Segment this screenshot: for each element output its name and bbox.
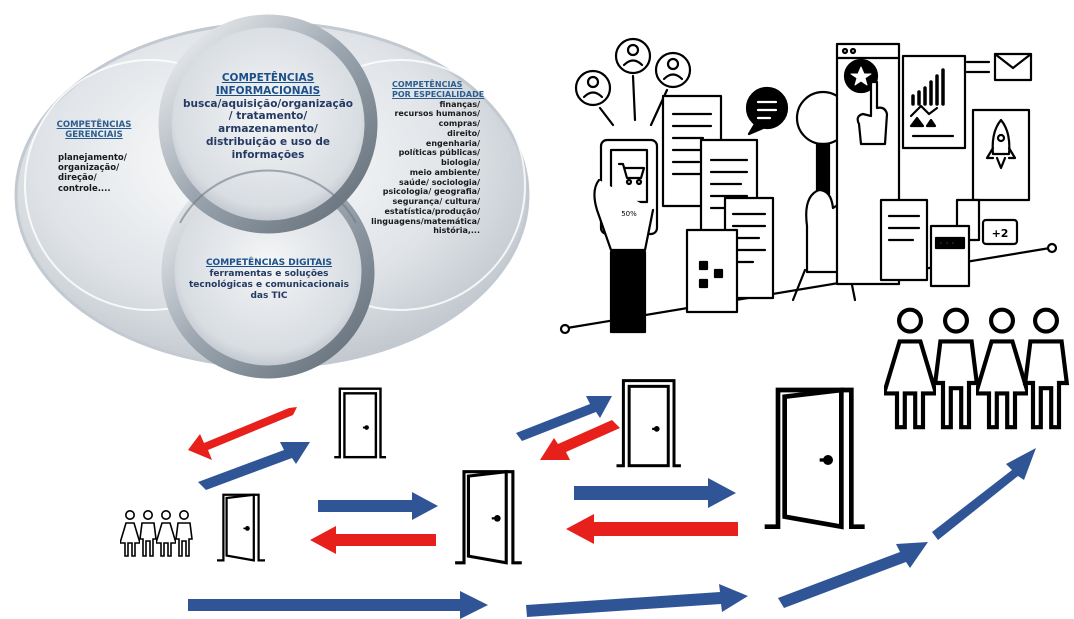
especialidade-heading-1: COMPETÊNCIAS bbox=[392, 80, 463, 89]
especialidade-line: finanças/ bbox=[439, 99, 480, 109]
back-arrow bbox=[188, 407, 297, 460]
gerenciais-label: COMPETÊNCIAS GERENCIAIS planejamento/ or… bbox=[44, 120, 144, 194]
document-stack bbox=[661, 94, 775, 314]
door-icon bbox=[765, 390, 865, 527]
phone-text: 50% bbox=[621, 210, 637, 218]
door-icon bbox=[216, 493, 267, 562]
forward-arrow bbox=[526, 584, 748, 617]
especialidade-line: direito/ bbox=[447, 128, 480, 138]
door-icon bbox=[455, 470, 524, 565]
informacionais-line: informações bbox=[231, 148, 305, 161]
forward-arrow bbox=[188, 591, 488, 619]
especialidade-line: meio ambiente/ bbox=[409, 167, 480, 177]
especialidade-line: história,... bbox=[433, 226, 480, 236]
back-arrow bbox=[566, 514, 738, 544]
especialidade-line: políticas públicas/ bbox=[398, 148, 480, 158]
digital-workplace-illustration: +2 50% bbox=[559, 37, 1058, 335]
envelope-icon bbox=[965, 52, 1033, 82]
especialidade-line: segurança/ cultura/ bbox=[392, 197, 480, 206]
especialidade-line: estatística/produção/ bbox=[384, 206, 480, 216]
forward-arrow bbox=[778, 542, 928, 608]
gerenciais-line: organização/ bbox=[58, 163, 120, 174]
back-arrow bbox=[310, 526, 436, 554]
gerenciais-heading-2: GERENCIAIS bbox=[65, 130, 123, 141]
informacionais-line: distribuição e uso de bbox=[206, 135, 330, 148]
informacionais-circle bbox=[158, 14, 378, 234]
card-icon bbox=[879, 198, 1019, 288]
career-flow-diagram bbox=[120, 300, 1074, 619]
competencies-venn-diagram bbox=[14, 14, 530, 379]
forward-arrow bbox=[198, 442, 310, 490]
door-icon bbox=[332, 387, 388, 459]
gerenciais-line: controle.... bbox=[58, 183, 111, 194]
digitais-line: das TIC bbox=[250, 290, 288, 301]
especialidade-line: recursos humanos/ bbox=[394, 109, 480, 119]
people-group-icon bbox=[120, 510, 193, 557]
informacionais-heading-1: COMPETÊNCIAS bbox=[221, 72, 315, 84]
phone-cart-icon bbox=[593, 138, 659, 334]
star-panel bbox=[835, 42, 901, 286]
people-group-icon bbox=[884, 310, 1067, 428]
forward-arrow bbox=[932, 448, 1036, 540]
back-arrow bbox=[540, 420, 620, 460]
bar-chart-icon bbox=[901, 54, 967, 150]
especialidade-label: COMPETÊNCIAS POR ESPECIALIDADE finanças/… bbox=[368, 80, 485, 236]
informacionais-heading-2: INFORMACIONAIS bbox=[215, 84, 321, 97]
especialidade-line: saúde/ sociologia/ bbox=[399, 177, 480, 187]
especialidade-line: compras/ bbox=[438, 119, 480, 128]
gerenciais-heading-1: COMPETÊNCIAS bbox=[56, 120, 132, 130]
forward-arrow bbox=[516, 396, 612, 441]
forward-arrow bbox=[318, 492, 438, 520]
person-circle-icon bbox=[574, 37, 692, 127]
forward-arrow bbox=[574, 478, 736, 508]
informacionais-line: armazenamento/ bbox=[218, 123, 318, 136]
especialidade-heading-2: POR ESPECIALIDADE bbox=[392, 89, 485, 99]
especialidade-line: psicologia/ geografia/ bbox=[382, 187, 480, 197]
digitais-label: COMPETÊNCIAS DIGITAIS ferramentas e solu… bbox=[186, 258, 352, 302]
digitais-heading: COMPETÊNCIAS DIGITAIS bbox=[205, 258, 333, 268]
especialidade-line: engenharia/ bbox=[425, 138, 480, 148]
badge-text: +2 bbox=[992, 227, 1009, 240]
especialidade-line: linguagens/matemática/ bbox=[371, 216, 480, 226]
digitais-line: ferramentas e soluções bbox=[209, 268, 329, 279]
informacionais-label: COMPETÊNCIAS INFORMACIONAIS busca/aquisi… bbox=[178, 72, 358, 162]
chat-bubble-icon bbox=[745, 86, 789, 136]
digitais-line: tecnológicas e comunicacionais bbox=[189, 279, 349, 290]
door-icon bbox=[614, 378, 683, 468]
especialidade-line: biologia/ bbox=[441, 158, 480, 167]
informacionais-line: busca/aquisição/organização bbox=[182, 97, 354, 110]
gerenciais-line: direção/ bbox=[58, 173, 97, 184]
informacionais-line: / tratamento/ bbox=[228, 110, 308, 123]
gerenciais-line: planejamento/ bbox=[58, 152, 127, 163]
rocket-icon bbox=[955, 108, 1031, 242]
